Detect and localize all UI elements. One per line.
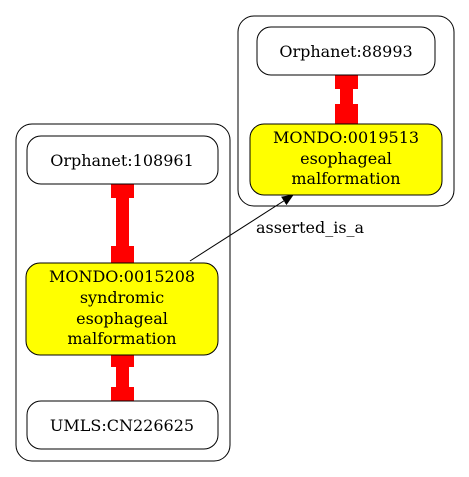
node-mondo-0019513-line1: MONDO:0019513 [273, 128, 419, 147]
node-mondo-0015208-line4: malformation [67, 329, 176, 348]
node-umls-cn226625[interactable] [26, 400, 219, 450]
asserted-is-a-edge [189, 194, 294, 262]
equivalence-edge-orphanet108961-mondo0015208 [111, 178, 134, 266]
equivalence-edge-orphanet88993-mondo0019513 [335, 69, 358, 124]
node-orphanet-108961-label: Orphanet:108961 [50, 151, 194, 170]
edge-label: asserted_is_a [256, 218, 365, 237]
node-orphanet-88993-label: Orphanet:88993 [279, 42, 412, 61]
node-umls-cn226625-label: UMLS:CN226625 [50, 416, 194, 435]
node-mondo-0015208-line1: MONDO:0015208 [49, 267, 195, 286]
node-mondo-0019513-line3: malformation [291, 169, 400, 188]
node-mondo-0019513[interactable] [249, 123, 443, 196]
equivalence-edge-mondo0015208-umls [111, 349, 134, 407]
cluster-right [237, 15, 455, 207]
cluster-left [15, 123, 231, 462]
node-orphanet-88993[interactable] [256, 26, 436, 76]
node-orphanet-108961[interactable] [26, 135, 219, 185]
node-mondo-0015208-line2: syndromic [80, 288, 164, 307]
node-mondo-0015208-line3: esophageal [76, 309, 168, 328]
node-mondo-0019513-line2: esophageal [300, 149, 392, 168]
node-mondo-0015208[interactable] [25, 262, 219, 356]
